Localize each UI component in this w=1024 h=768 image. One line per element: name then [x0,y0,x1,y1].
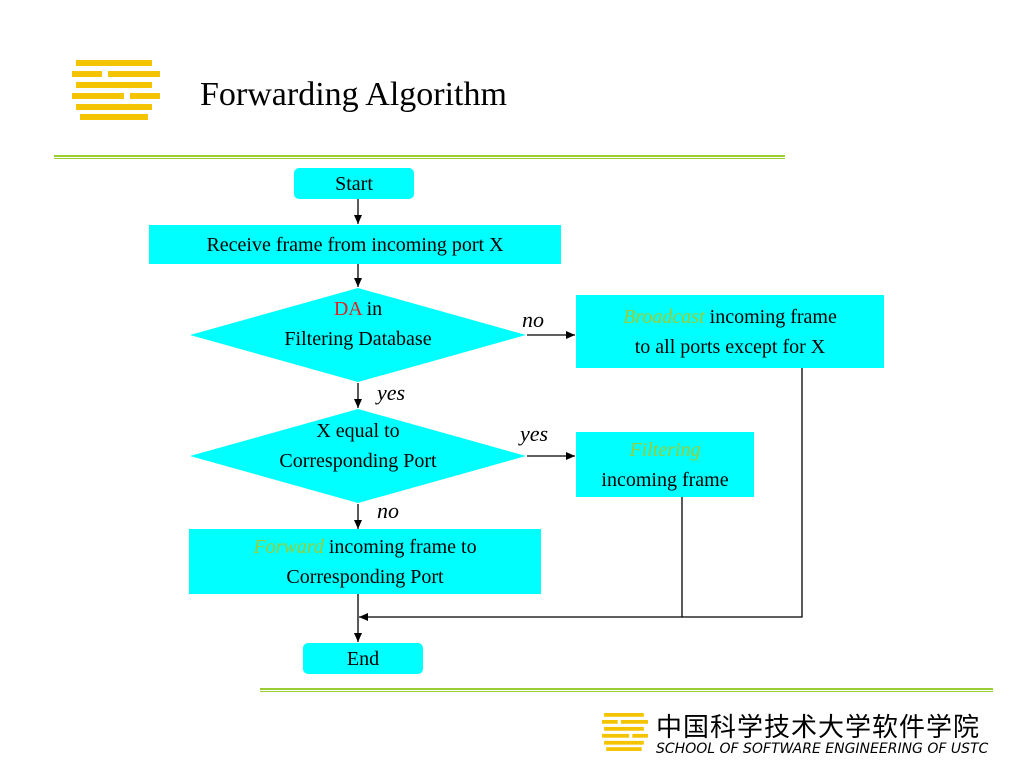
broadcast-line2: to all ports except for X [634,335,826,358]
da-highlight: DA [333,298,362,320]
broadcast-highlight: Broadcast [623,305,705,328]
forward-line2: Corresponding Port [286,565,444,588]
title-divider [54,155,785,159]
filtering-database-text: Filtering Database [284,328,432,350]
corresponding-port-text: Corresponding Port [279,450,437,472]
filtering-line2: incoming frame [601,468,729,491]
footer-logo-icon [602,713,648,751]
start-node: Start [294,168,414,199]
x-equal-text: X equal to [316,420,400,442]
decision2-yes-label: yes [520,421,549,446]
forward-highlight: Forward [253,535,324,558]
filtering-highlight: Filtering [629,438,701,461]
decision-port-text: X equal to Corresponding Port [230,416,486,476]
connector-broadcast-merge [682,368,803,618]
start-label: Start [335,172,373,195]
footer-english-name: SCHOOL OF SOFTWARE ENGINEERING OF USTC [656,741,989,757]
da-in-text: in [361,298,383,320]
decision-da-diamond [190,288,526,382]
decision-port-diamond [190,409,526,503]
decision-da-text: DA in Filtering Database [230,294,486,354]
receive-frame-label: Receive frame from incoming port X [206,233,504,256]
decision1-yes-label: yes [377,380,406,405]
forward-rest-text: incoming frame to [323,535,477,558]
filtering-node: Filtering incoming frame [576,432,754,497]
broadcast-rest-text: incoming frame [704,305,837,328]
slide-title: Forwarding Algorithm [200,76,507,113]
receive-frame-node: Receive frame from incoming port X [149,225,561,264]
end-label: End [346,647,380,670]
end-node: End [303,643,423,674]
footer-chinese-name: 中国科学技术大学软件学院 [656,713,981,743]
decision1-no-label: no [522,307,544,332]
ustc-logo-icon [72,60,160,120]
decision2-no-label: no [377,498,399,523]
forward-node: Forward incoming frame to Corresponding … [189,529,541,594]
footer-divider [260,688,993,692]
connector-filtering-merge [359,497,683,621]
broadcast-node: Broadcast incoming frame to all ports ex… [576,295,884,368]
